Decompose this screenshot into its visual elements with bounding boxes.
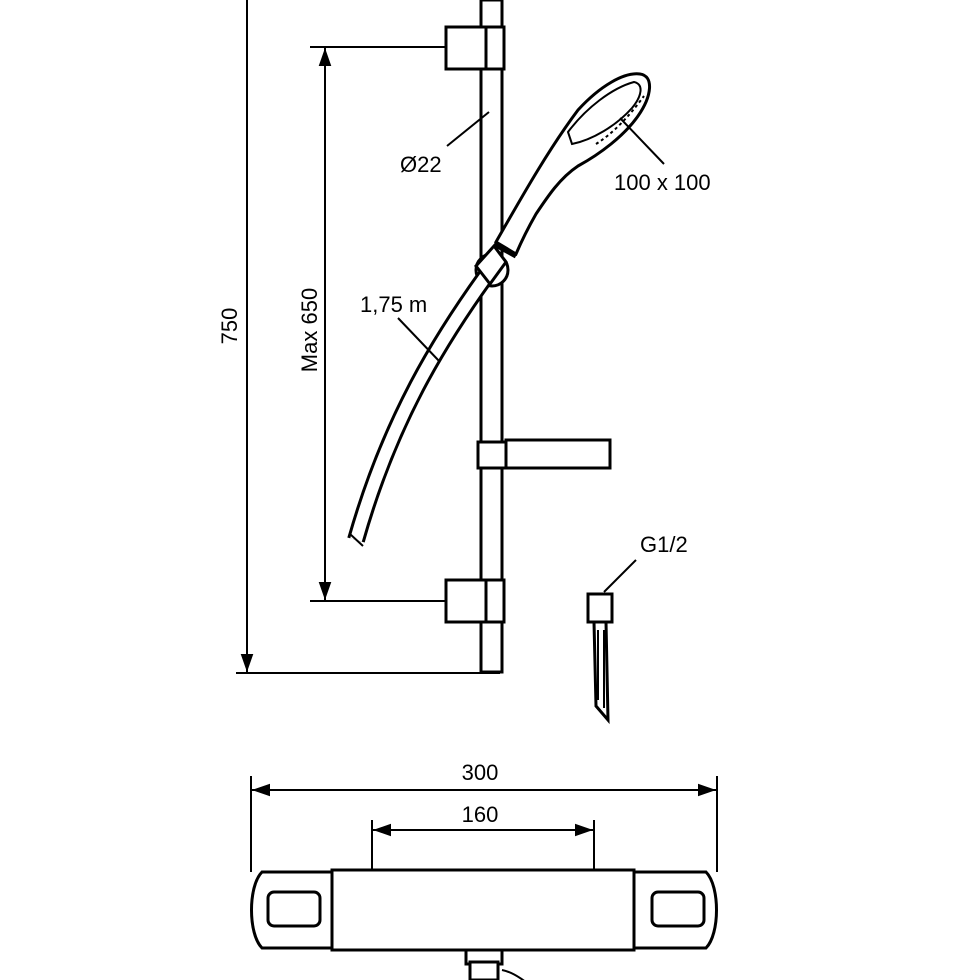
- label-rail-span: Max 650: [297, 288, 322, 372]
- label-head-size: 100 x 100: [614, 170, 711, 195]
- label-connection: G1/2: [640, 532, 688, 557]
- thermostatic-mixer: [250, 868, 718, 980]
- label-hose-length: 1,75 m: [360, 292, 427, 317]
- wall-connector: [586, 592, 614, 725]
- top-wall-bracket: [444, 25, 506, 71]
- label-total-height: 750: [217, 308, 242, 345]
- label-rail-diameter: Ø22: [400, 152, 442, 177]
- hand-shower: [474, 72, 651, 287]
- dimension-rail-span: [310, 46, 446, 602]
- dimension-mixer-centers: [371, 820, 595, 870]
- leader-connection: [603, 559, 637, 593]
- leader-rail-diameter: [446, 111, 490, 147]
- dimension-total-height: [236, 0, 500, 674]
- bottom-wall-bracket: [444, 578, 506, 624]
- label-mixer-width: 300: [462, 760, 499, 785]
- label-mixer-centers: 160: [462, 802, 499, 827]
- soap-dish: [476, 438, 612, 470]
- dimension-mixer-width: [250, 776, 718, 872]
- leader-head-size: [619, 117, 665, 165]
- leader-hose-length: [397, 317, 441, 363]
- slide-rail: [444, 0, 612, 674]
- shower-hose: [347, 270, 494, 547]
- rail-bar: [479, 0, 504, 674]
